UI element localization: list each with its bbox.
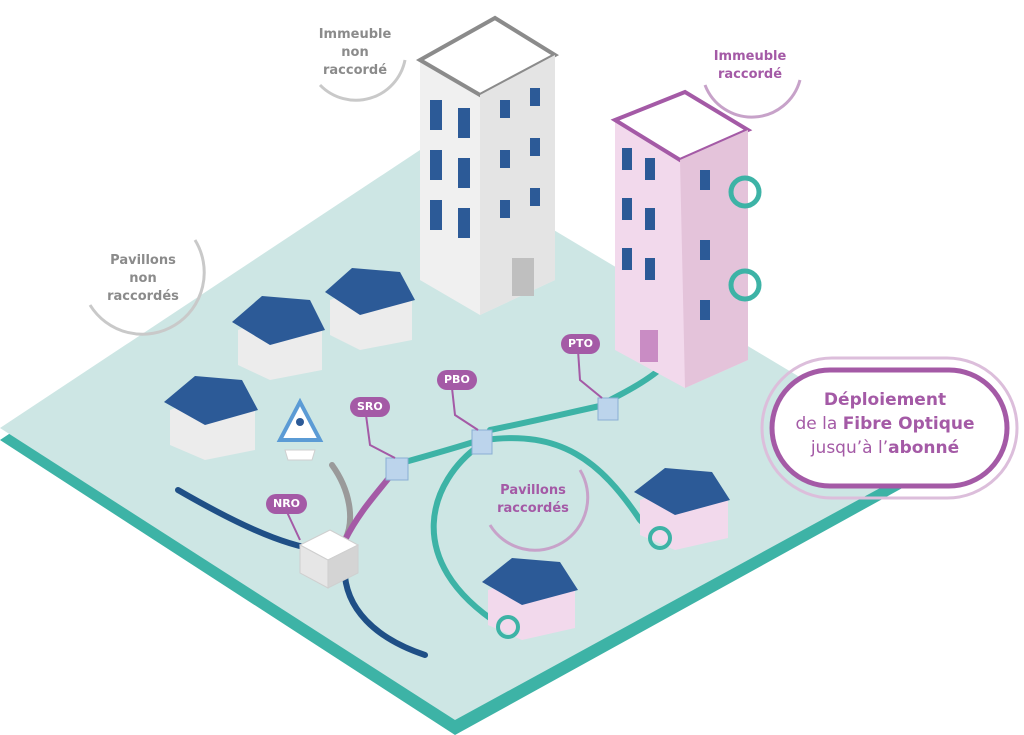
house-connected-icon-1 — [482, 558, 578, 640]
diagram-title: Déploiement de la Fibre Optique jusqu’à … — [780, 388, 990, 460]
label-houses-not-connected: Pavillons non raccordés — [107, 253, 179, 304]
tag-sro: SRO — [350, 397, 390, 417]
fiber-pbo-house1 — [430, 442, 503, 628]
pbo-box-icon — [471, 429, 493, 455]
roadworks-sign-icon — [276, 397, 324, 461]
house-connected-icon-2 — [634, 468, 730, 550]
tag-pto: PTO — [561, 334, 600, 354]
title-line-2: de la Fibre Optique — [795, 414, 975, 434]
tag-nro: NRO — [266, 494, 308, 514]
fiber-pbo-house2 — [482, 435, 663, 543]
title-line-3: jusqu’à l’abonné — [810, 438, 960, 458]
title-badge-outer — [760, 356, 1019, 500]
house-not-connected-icon-1 — [232, 296, 325, 380]
house-not-connected-icon-2 — [325, 268, 415, 350]
building-not-connected-icon — [415, 15, 560, 315]
pto-box-icon — [597, 397, 619, 421]
nro-box-icon — [298, 529, 360, 589]
house-not-connected-icon-3 — [164, 376, 258, 460]
ground-plate — [0, 150, 935, 720]
title-badge — [769, 367, 1010, 489]
tag-pbo: PBO — [437, 370, 477, 390]
label-houses-connected: Pavillons raccordés — [497, 483, 569, 516]
label-building-connected: Immeuble raccordé — [713, 49, 787, 82]
building-connected-icon — [610, 89, 762, 388]
title-line-1: Déploiement — [823, 390, 947, 410]
fiber-pbo-pto — [487, 402, 608, 433]
label-building-not-connected: Immeuble non raccordé — [318, 27, 392, 78]
sro-box-icon — [385, 457, 409, 481]
